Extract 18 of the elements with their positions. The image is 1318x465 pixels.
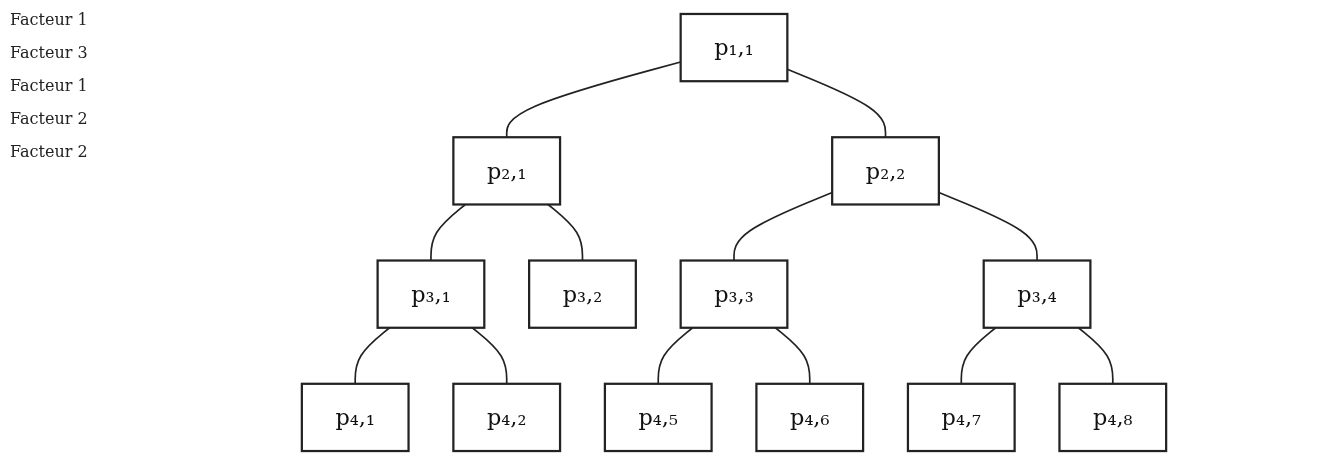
node-box: p₄,₆: [755, 382, 865, 453]
node-box: p₃,₁: [376, 259, 486, 329]
node-box: p₁,₁: [679, 12, 789, 83]
node-box: p₄,₇: [906, 382, 1016, 453]
node-box: p₄,₈: [1058, 382, 1168, 453]
factor-note: Facteur 2: [10, 142, 89, 161]
factor-note: Facteur 1: [10, 76, 89, 95]
node-box: p₄,₂: [452, 382, 562, 453]
node-box: p₃,₂: [528, 259, 637, 329]
node-box: p₂,₁: [452, 136, 562, 206]
factor-note: Facteur 2: [10, 109, 89, 128]
factor-note: Facteur 1: [10, 10, 89, 29]
factor-note: Facteur 3: [10, 43, 89, 62]
node-box: p₂,₂: [831, 136, 940, 206]
node-box: p₄,₁: [300, 382, 410, 453]
node-box: p₃,₃: [679, 259, 789, 329]
node-box: p₄,₅: [603, 382, 713, 453]
node-box: p₃,₄: [982, 259, 1092, 329]
